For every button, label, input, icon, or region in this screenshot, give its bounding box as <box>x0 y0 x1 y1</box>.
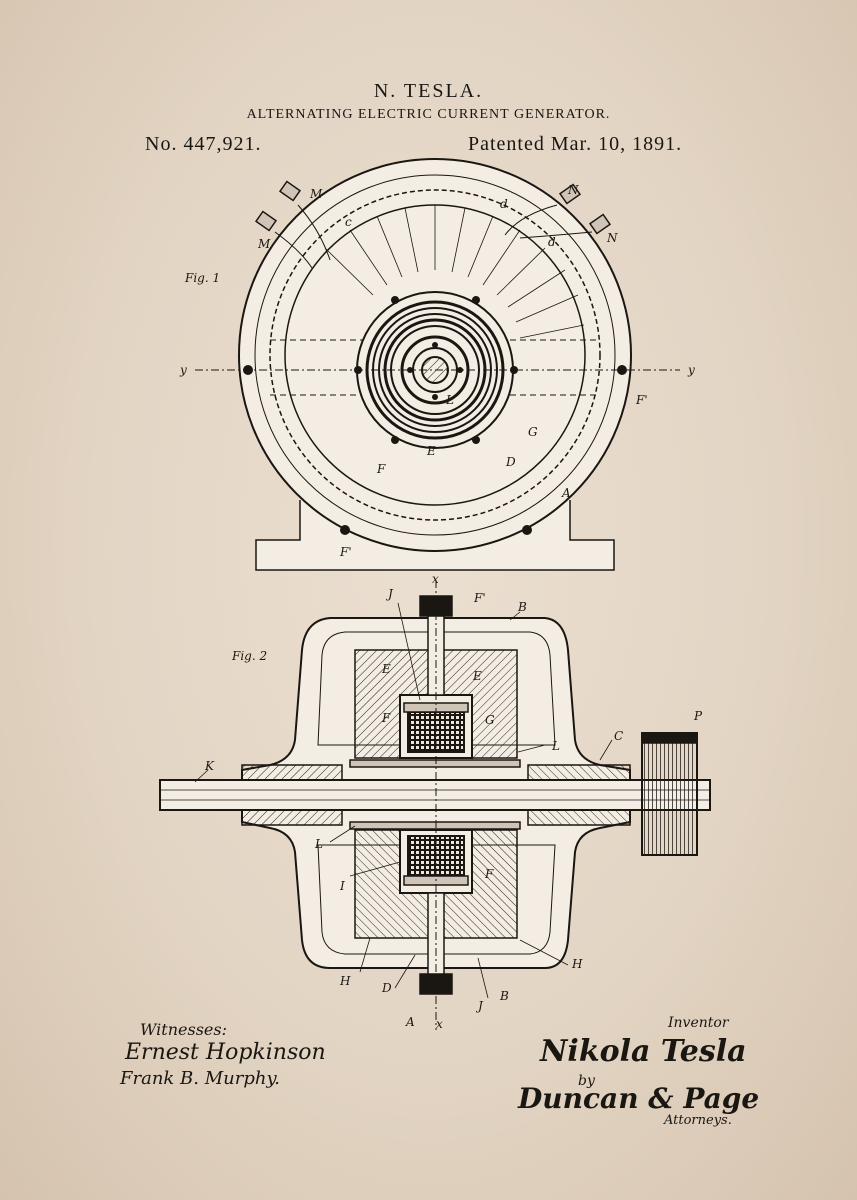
fig1-letter-M2: M <box>257 237 271 251</box>
fig1-letter-F-prime-base: F' <box>339 545 352 559</box>
fig2-letter-L-left: L <box>314 837 323 851</box>
fig2-letter-B-bottom: B <box>499 989 509 1003</box>
fig2-shaft <box>159 779 711 811</box>
fig1-drawing <box>195 158 680 571</box>
fig2-letter-C: C <box>614 729 623 743</box>
fig1-letter-N: N <box>567 183 579 197</box>
fig2-letter-J-top: J <box>385 587 394 601</box>
fig1-terminals <box>254 180 612 235</box>
fig1-letter-A: A <box>561 486 571 500</box>
witness-signature-2: Frank B. Murphy. <box>120 1068 280 1089</box>
fig1-letter-M: M <box>309 187 323 201</box>
fig1-letter-c: c <box>345 215 352 229</box>
fig1-letter-G: G <box>528 425 538 439</box>
inventor-signature: Nikola Tesla <box>540 1034 747 1069</box>
fig1-letter-d: d <box>500 197 508 211</box>
fig2-letter-H-right: H <box>571 957 583 971</box>
fig2-drawing <box>159 580 711 1030</box>
by-label: by <box>578 1073 595 1089</box>
fig2-letter-F-top: F <box>381 711 391 725</box>
attorney-signature: Duncan & Page <box>518 1082 760 1115</box>
fig1-letter-E: E <box>426 444 436 458</box>
fig2-letter-F-prime: F' <box>473 591 486 605</box>
inventor-label: Inventor <box>668 1015 729 1031</box>
fig2-letter-K: K <box>204 759 215 773</box>
fig2-letter-D: D <box>381 981 392 995</box>
fig2-letter-H-left: H <box>339 974 351 988</box>
patent-subtitle: ALTERNATING ELECTRIC CURRENT GENERATOR. <box>246 107 611 122</box>
fig1-letter-D: D <box>505 455 516 469</box>
fig2-letter-B-top: B <box>517 600 527 614</box>
fig2-letter-E-left: E <box>381 662 391 676</box>
attorneys-label: Attorneys. <box>664 1113 732 1128</box>
fig1-letter-N2: N <box>606 231 618 245</box>
patent-number: No. 447,921. <box>145 133 262 155</box>
fig2-letter-x-top: x <box>432 572 439 586</box>
fig2-letter-P: P <box>693 709 703 723</box>
fig1-letter-F: F <box>376 462 386 476</box>
fig1-letter-L: L <box>445 393 454 407</box>
fig1-letter-y-left: y <box>179 363 187 377</box>
fig1-letter-y-right: y <box>687 363 695 377</box>
fig2-pulley <box>641 732 698 856</box>
fig2-letter-I: I <box>339 879 345 893</box>
fig1-label: Fig. 1 <box>184 271 220 285</box>
fig2-letter-G: G <box>485 713 495 727</box>
fig1-letter-F-prime: F' <box>635 393 648 407</box>
fig2-letter-E-right: E <box>472 669 482 683</box>
fig2-letter-L-right: L <box>551 739 560 753</box>
fig2-label: Fig. 2 <box>231 649 267 663</box>
fig2-letter-x-bottom: x <box>436 1017 443 1031</box>
witness-signature-1: Ernest Hopkinson <box>125 1040 326 1065</box>
patent-title: N. TESLA. <box>373 80 484 102</box>
fig1-letter-d2: d <box>548 235 556 249</box>
witnesses-label: Witnesses: <box>140 1020 227 1039</box>
patent-date: Patented Mar. 10, 1891. <box>468 133 683 155</box>
fig2-letter-A: A <box>405 1015 415 1029</box>
fig1-segments <box>324 205 585 339</box>
fig2-letter-J-bottom: J <box>475 999 484 1013</box>
fig2-letter-F-bottom: F <box>484 867 494 881</box>
